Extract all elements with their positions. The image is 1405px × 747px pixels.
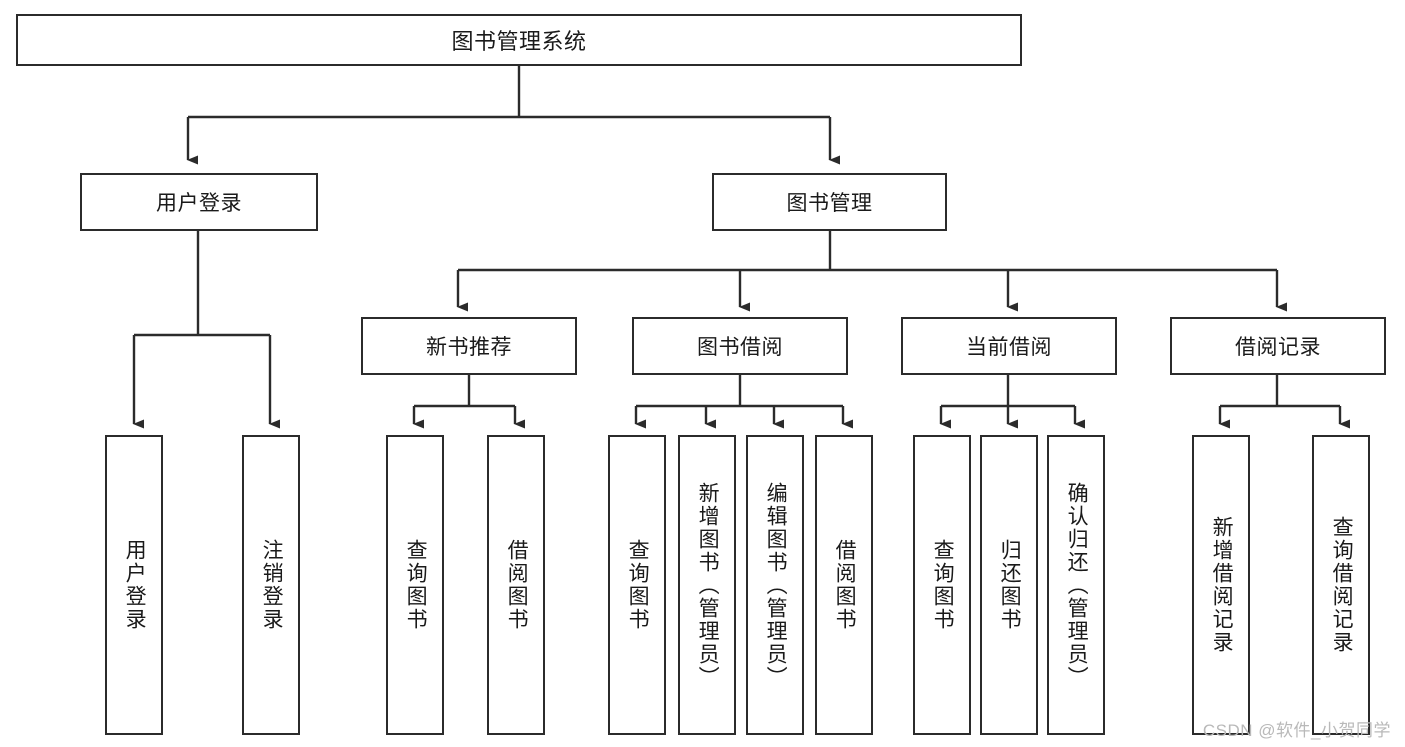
node-leaf-borrow-book-2-label: 借阅图书 <box>833 539 857 631</box>
node-leaf-borrow-book-1[interactable]: 借阅图书 <box>487 435 545 735</box>
node-book-borrow[interactable]: 图书借阅 <box>632 317 848 375</box>
node-leaf-query-book-1-label: 查询图书 <box>404 539 428 631</box>
node-current-borrow[interactable]: 当前借阅 <box>901 317 1117 375</box>
node-leaf-return-book[interactable]: 归还图书 <box>980 435 1038 735</box>
node-leaf-return-book-label: 归还图书 <box>998 539 1022 631</box>
node-leaf-user-login-label: 用户登录 <box>123 539 147 631</box>
node-leaf-confirm-return[interactable]: 确认归还（管理员） <box>1047 435 1105 735</box>
csdn-watermark: CSDN @软件_小贺同学 <box>1202 721 1391 740</box>
node-book-borrow-label: 图书借阅 <box>697 336 783 359</box>
node-leaf-edit-book[interactable]: 编辑图书（管理员） <box>746 435 804 735</box>
node-leaf-confirm-return-label: 确认归还（管理员） <box>1065 481 1089 689</box>
node-leaf-borrow-book-2[interactable]: 借阅图书 <box>815 435 873 735</box>
node-book-management-label: 图书管理 <box>786 192 873 215</box>
node-leaf-query-book-3[interactable]: 查询图书 <box>913 435 971 735</box>
node-leaf-query-record-label: 查询借阅记录 <box>1330 516 1354 654</box>
node-leaf-add-book[interactable]: 新增图书（管理员） <box>678 435 736 735</box>
node-leaf-query-book-3-label: 查询图书 <box>931 539 955 631</box>
node-leaf-add-record[interactable]: 新增借阅记录 <box>1192 435 1250 735</box>
node-book-management[interactable]: 图书管理 <box>712 173 947 231</box>
node-root-system[interactable]: 图书管理系统 <box>16 14 1022 66</box>
node-leaf-query-book-2[interactable]: 查询图书 <box>608 435 666 735</box>
node-current-borrow-label: 当前借阅 <box>966 336 1052 359</box>
node-leaf-add-record-label: 新增借阅记录 <box>1210 516 1234 654</box>
node-leaf-query-record[interactable]: 查询借阅记录 <box>1312 435 1370 735</box>
node-leaf-logout[interactable]: 注销登录 <box>242 435 300 735</box>
node-root-label: 图书管理系统 <box>451 29 587 54</box>
node-new-book-recommend-label: 新书推荐 <box>426 336 512 359</box>
node-leaf-user-login[interactable]: 用户登录 <box>105 435 163 735</box>
node-user-login[interactable]: 用户登录 <box>80 173 318 231</box>
node-leaf-query-book-2-label: 查询图书 <box>626 539 650 631</box>
node-leaf-add-book-label: 新增图书（管理员） <box>696 481 720 689</box>
node-leaf-edit-book-label: 编辑图书（管理员） <box>764 481 788 689</box>
node-leaf-logout-label: 注销登录 <box>260 539 284 631</box>
node-leaf-borrow-book-1-label: 借阅图书 <box>505 539 529 631</box>
node-borrow-record[interactable]: 借阅记录 <box>1170 317 1386 375</box>
node-user-login-label: 用户登录 <box>156 192 242 215</box>
node-borrow-record-label: 借阅记录 <box>1235 336 1321 359</box>
node-new-book-recommend[interactable]: 新书推荐 <box>361 317 577 375</box>
node-leaf-query-book-1[interactable]: 查询图书 <box>386 435 444 735</box>
